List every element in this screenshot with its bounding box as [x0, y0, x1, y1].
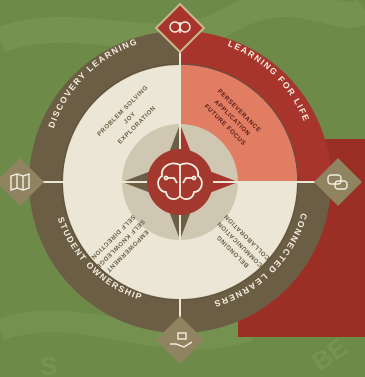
svg-text:S: S: [40, 351, 57, 377]
right-diamond: [314, 158, 362, 206]
brain-icon: [169, 21, 191, 33]
map-icon: [10, 173, 30, 191]
chat-bubbles-icon: [327, 174, 348, 190]
left-diamond: [0, 158, 44, 206]
bottom-diamond: [156, 316, 204, 364]
circuit-brain-icon: [157, 162, 203, 200]
hand-holding-icon: [170, 332, 193, 348]
top-diamond: [154, 2, 206, 54]
